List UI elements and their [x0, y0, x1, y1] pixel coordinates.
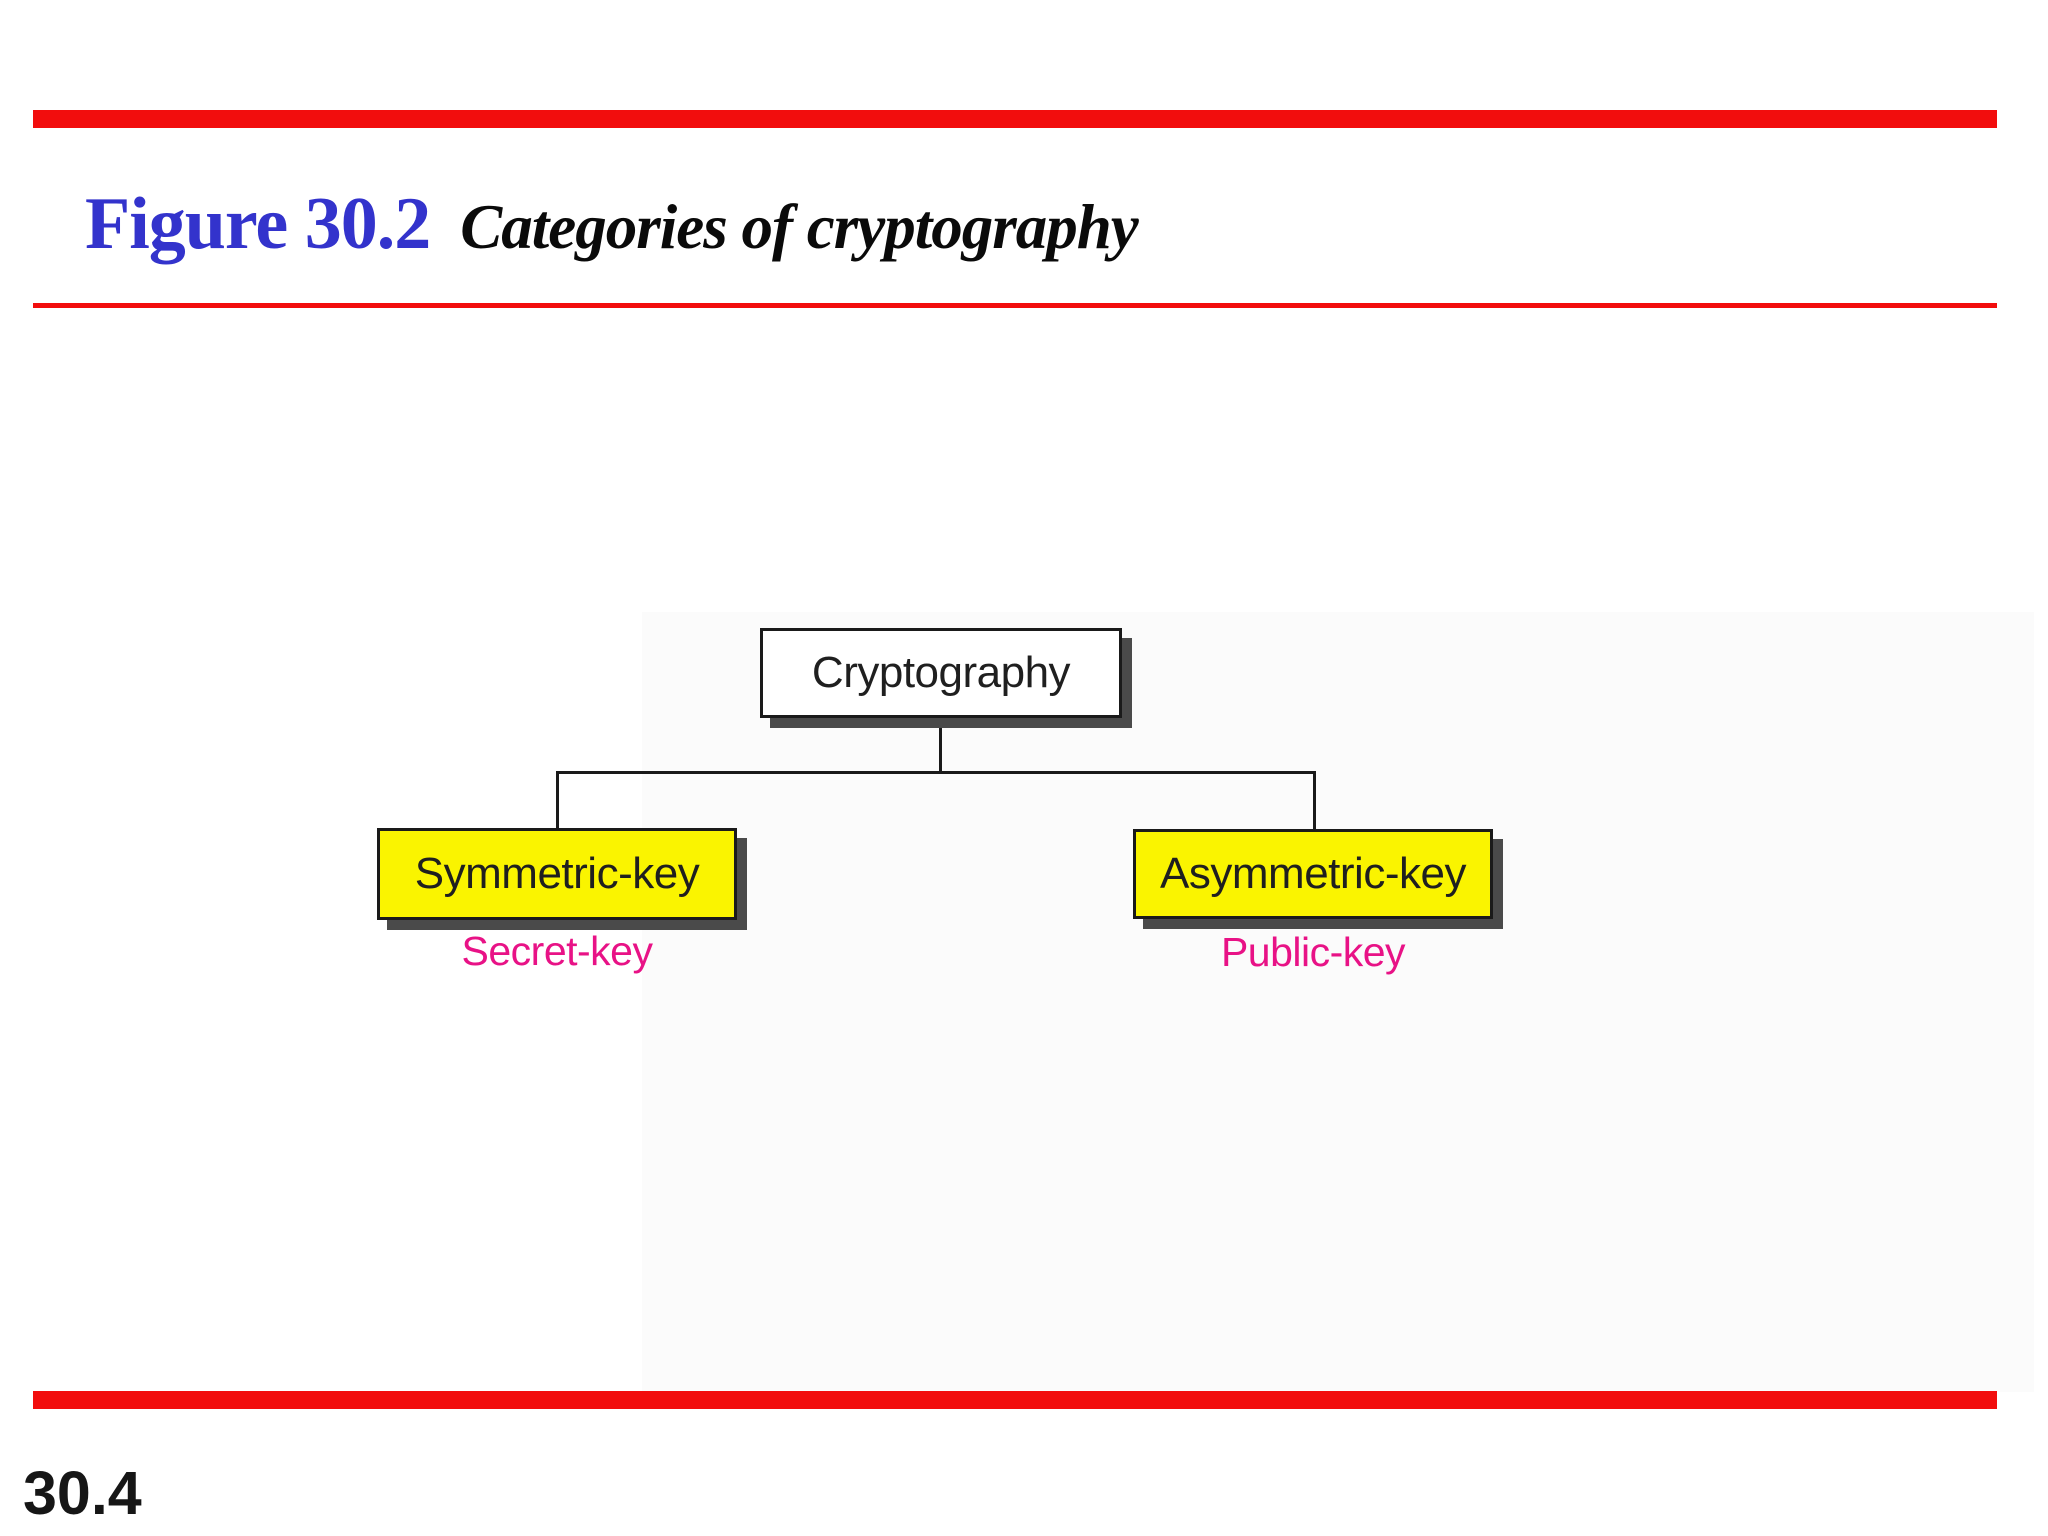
bottom-rule-bar: [33, 1391, 1997, 1409]
top-rule-bar: [33, 110, 1997, 128]
node-asymmetric-key: Asymmetric-key: [1133, 829, 1493, 919]
slide-title: Figure 30.2 Categories of cryptography: [85, 182, 1139, 267]
connector-root-stem: [939, 718, 942, 774]
node-cryptography-label: Cryptography: [811, 648, 1071, 697]
public-key-sublabel: Public-key: [1220, 929, 1406, 975]
node-asymmetric-key-label: Asymmetric-key: [1160, 849, 1466, 898]
connector-left-drop: [556, 771, 559, 828]
figure-number-label: Figure 30.2: [85, 183, 431, 265]
page-number: 30.4: [23, 1459, 142, 1527]
connector-horizontal-bar: [556, 771, 1316, 774]
node-symmetric-key: Symmetric-key: [377, 828, 737, 920]
secret-key-sublabel: Secret-key: [461, 928, 653, 974]
connector-right-drop: [1313, 771, 1316, 829]
title-underline-rule: [33, 303, 1997, 308]
node-cryptography: Cryptography: [760, 628, 1122, 718]
figure-caption-text: Categories of cryptography: [460, 192, 1138, 262]
figure-background-panel: [642, 612, 2034, 1392]
node-symmetric-key-label: Symmetric-key: [414, 849, 700, 898]
